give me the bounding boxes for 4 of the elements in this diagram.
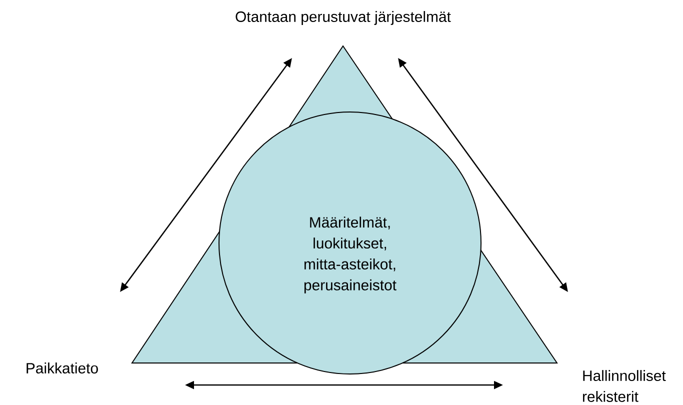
circle-label: Määritelmät, luokitukset, mitta-asteikot, perusaineistot [304,216,396,294]
corner-label: Otantaan perustuvat järjestelmät [236,11,451,25]
corner-label: Paikkatieto [26,362,98,374]
corner-label: Hallinnolliset rekisterit [583,370,666,402]
